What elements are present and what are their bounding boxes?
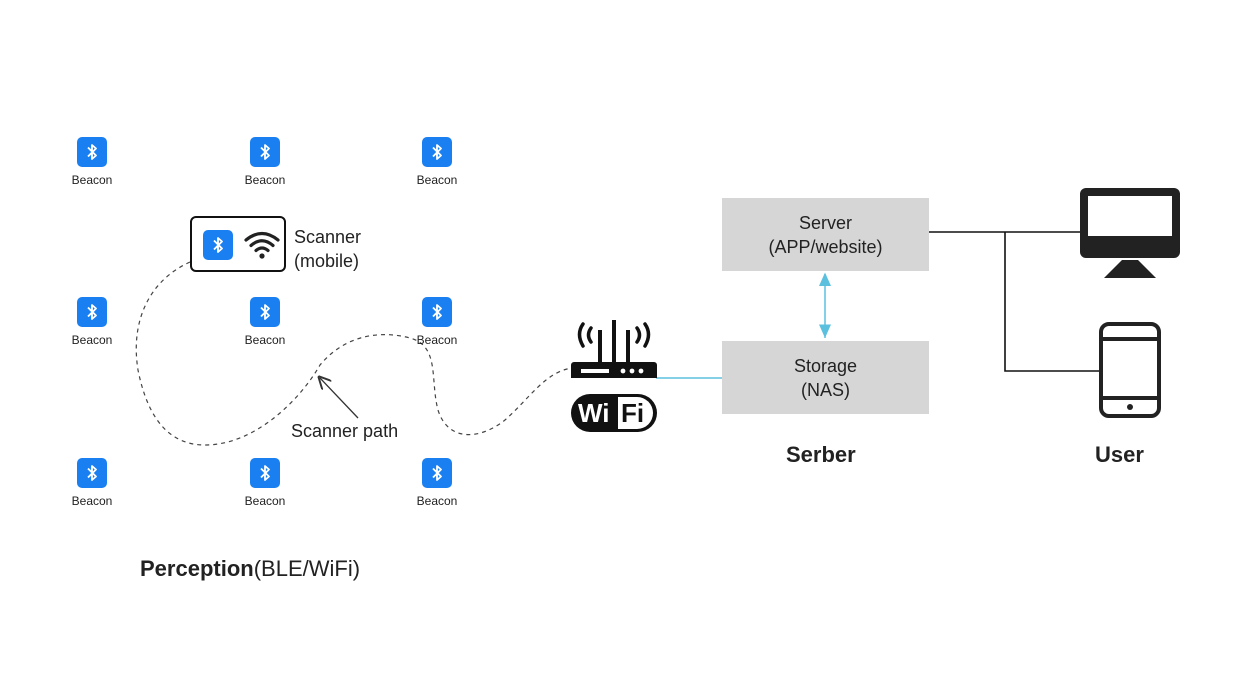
beacon: Beacon [62,137,122,187]
beacon-label: Beacon [71,333,113,347]
beacon: Beacon [407,137,467,187]
server-phone-link [1004,232,1100,372]
bluetooth-icon [422,137,452,167]
wifi-icon [244,231,280,259]
wifi-logo-text-2: Fi [621,398,645,428]
bluetooth-icon [250,297,280,327]
beacon-label: Beacon [71,173,113,187]
bluetooth-icon [203,230,233,260]
scanner-path [135,261,573,446]
beacon: Beacon [62,458,122,508]
beacon: Beacon [235,297,295,347]
wifi-logo: Wi Fi [571,394,657,432]
bluetooth-icon [250,137,280,167]
beacon: Beacon [235,137,295,187]
bluetooth-icon [77,297,107,327]
bluetooth-icon [422,297,452,327]
server-box: Server (APP/website) [722,198,929,271]
bluetooth-icon [77,458,107,488]
beacon: Beacon [407,297,467,347]
beacon-label: Beacon [244,173,286,187]
server-box-line1: Server [798,212,852,233]
phone-icon [1099,322,1161,418]
bluetooth-icon [422,458,452,488]
beacon-label: Beacon [416,494,458,508]
user-section-title: User [1095,442,1144,467]
monitor-icon [1080,188,1180,278]
server-section-title: Serber [786,442,856,467]
scanner-label-line1: Scanner [294,227,362,247]
beacon-label: Beacon [416,333,458,347]
perception-title-bold: Perception [140,556,254,581]
scanner-label-line2: (mobile) [294,251,360,271]
scanner-path-label: Scanner path [291,421,399,441]
scanner-label: Scanner (mobile) [294,225,361,273]
wifi-logo-white-block [618,397,653,429]
beacon-label: Beacon [244,333,286,347]
beacon-label: Beacon [71,494,113,508]
beacon-label: Beacon [244,494,286,508]
storage-box: Storage (NAS) [722,341,929,414]
bluetooth-icon [250,458,280,488]
beacon: Beacon [235,458,295,508]
wifi-logo-text-1: Wi [578,398,610,428]
perception-title: Perception(BLE/WiFi) [140,556,360,582]
scanner-device [190,216,286,272]
router-icon [571,320,657,378]
bluetooth-icon [77,137,107,167]
beacon: Beacon [407,458,467,508]
storage-box-line1: Storage [793,355,858,376]
server-box-line2: (APP/website) [768,236,883,257]
perception-title-rest: (BLE/WiFi) [253,556,361,581]
storage-box-line2: (NAS) [801,379,850,400]
beacon-label: Beacon [416,173,458,187]
beacon: Beacon [62,297,122,347]
scanner-path-pointer [320,378,359,419]
